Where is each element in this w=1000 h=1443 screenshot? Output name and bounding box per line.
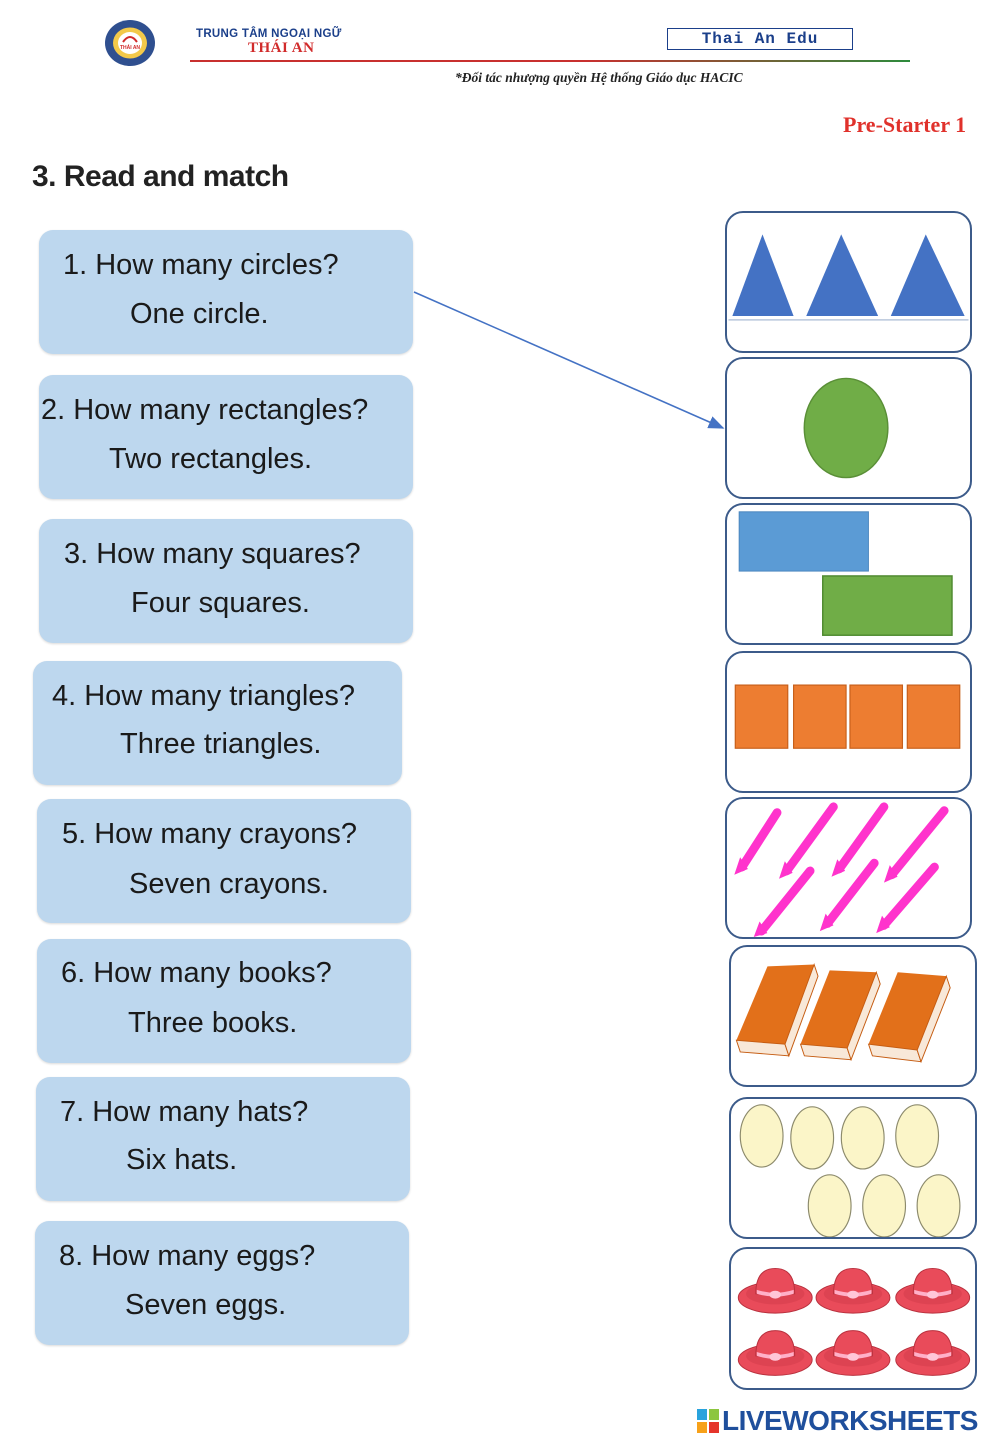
question-text: 2. How many rectangles? [41,394,369,426]
picture-seven-crayons[interactable] [725,797,972,939]
circle-shape [803,377,889,479]
hat-shape [895,1330,971,1376]
hat-shape [815,1330,891,1376]
exercise-title: 3. Read and match [32,160,289,193]
egg-shape [840,1106,885,1170]
answer-text: Three triangles. [120,728,322,760]
thai-an-logo: THÁI AN [103,18,157,68]
answer-text: Four squares. [131,587,310,619]
picture-one-circle[interactable] [725,357,972,499]
liveworksheets-icon [697,1409,719,1433]
hat-shape [815,1267,891,1314]
hat-shape [895,1267,971,1314]
triangle-shape [806,234,879,317]
book-shape [735,963,819,1058]
egg-shape [916,1174,961,1237]
crayon-shape [737,808,782,872]
answer-text: Seven eggs. [125,1289,287,1321]
crayon-shape [757,866,815,936]
question-box-8[interactable]: 8. How many eggs? Seven eggs. [35,1221,409,1345]
crayon-shape [879,862,939,930]
egg-shape [790,1106,835,1170]
question-box-3[interactable]: 3. How many squares? Four squares. [39,519,413,643]
question-text: 5. How many crayons? [62,818,357,850]
crayon-shape [782,802,838,876]
crayon-shape [834,802,889,874]
header-divider [190,60,910,62]
logo-text: THÁI AN [120,44,140,51]
question-box-4[interactable]: 4. How many triangles? Three triangles. [33,661,402,785]
question-box-5[interactable]: 5. How many crayons? Seven crayons. [37,799,411,923]
center-name-line2: THÁI AN [248,40,315,56]
rectangle-shape [738,511,869,572]
question-text: 4. How many triangles? [52,680,356,712]
question-text: 6. How many books? [61,957,332,989]
hat-shape [737,1267,813,1314]
answer-text: Three books. [128,1007,298,1039]
question-text: 1. How many circles? [63,249,339,281]
egg-shape [739,1104,784,1168]
question-box-7[interactable]: 7. How many hats? Six hats. [36,1077,410,1201]
picture-three-books[interactable] [729,945,977,1087]
book-shape [799,970,881,1062]
picture-seven-eggs[interactable] [729,1097,977,1239]
brand-label: Thai An Edu [667,28,853,50]
egg-shape [895,1104,940,1168]
crayon-shape [823,858,879,928]
question-text: 8. How many eggs? [59,1240,316,1272]
square-shape [849,684,904,749]
question-box-1[interactable]: 1. How many circles? One circle. [39,230,413,354]
question-box-6[interactable]: 6. How many books? Three books. [37,939,411,1063]
square-shape [793,684,847,749]
question-text: 7. How many hats? [60,1096,309,1128]
hat-shape [737,1330,813,1376]
question-text: 3. How many squares? [64,538,361,570]
answer-text: Seven crayons. [129,868,329,900]
level-label: Pre-Starter 1 [843,112,967,137]
question-box-2[interactable]: 2. How many rectangles? Two rectangles. [39,375,413,499]
picture-six-hats[interactable] [729,1247,977,1390]
picture-four-squares[interactable] [725,651,972,793]
watermark-text: LIVEWORKSHEETS [722,1405,978,1436]
egg-shape [807,1174,852,1237]
square-shape [734,684,789,749]
liveworksheets-watermark: LIVEWORKSHEETS [697,1405,978,1437]
book-shape [867,972,951,1064]
answer-text: Two rectangles. [109,443,313,475]
egg-shape [862,1174,907,1237]
rectangle-shape [822,575,953,636]
center-name-line1: TRUNG TÂM NGOẠI NGỮ [196,28,342,40]
picture-three-triangles[interactable] [725,211,972,353]
answer-text: One circle. [130,298,269,330]
answer-text: Six hats. [126,1144,238,1176]
square-shape [906,684,961,749]
crayon-shape [887,806,949,880]
partner-note: *Đối tác nhượng quyền Hệ thống Giáo dục … [455,70,743,85]
triangle-shape [890,234,965,317]
picture-two-rectangles[interactable] [725,503,972,645]
triangle-shape [732,234,794,317]
